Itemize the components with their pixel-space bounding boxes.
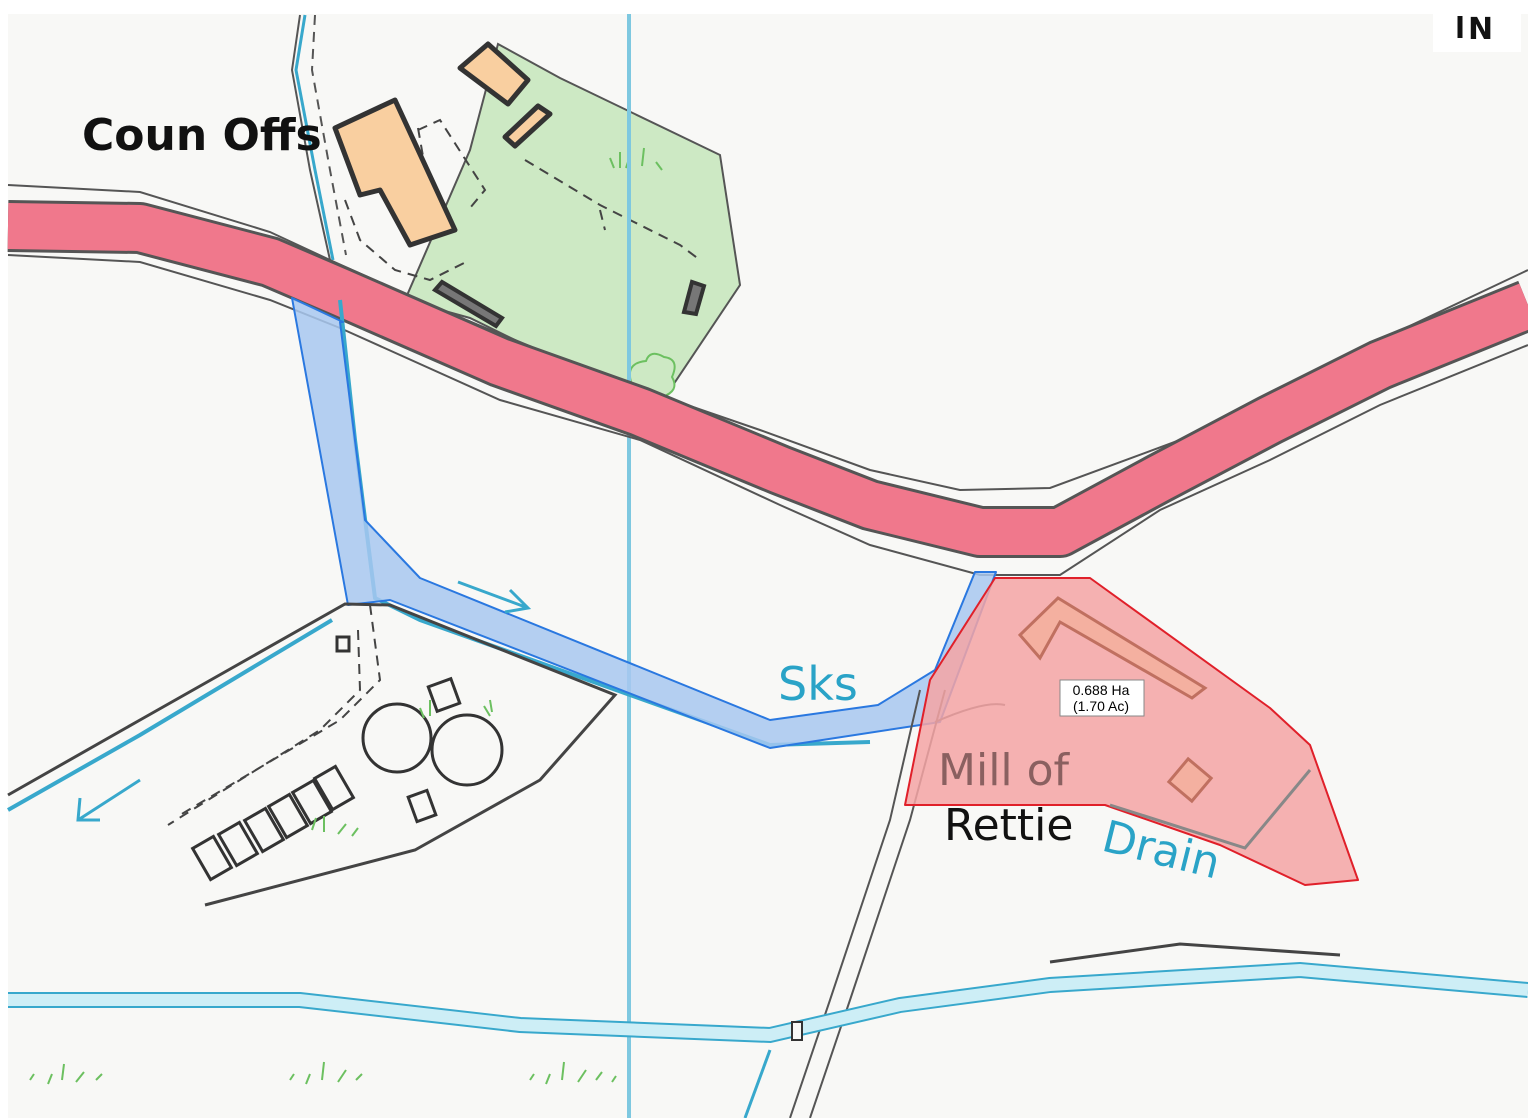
flow-arrow-southwest — [76, 778, 141, 822]
label-mill-of: Mill of — [938, 745, 1071, 796]
grass-symbols-works — [311, 699, 493, 837]
road-casing-south — [7, 254, 1528, 576]
bridge-symbol — [791, 1021, 803, 1041]
works-tracks — [167, 604, 382, 826]
stream-south — [743, 1049, 772, 1118]
stream-north — [294, 14, 335, 261]
label-coun-offs: Coun Offs — [82, 110, 322, 161]
works-tanks — [335, 635, 504, 824]
building-council-main — [332, 97, 458, 248]
site-area-hectares: 0.688 Ha — [1073, 682, 1130, 698]
north-label: N — [1468, 12, 1493, 47]
label-rettie: Rettie — [944, 800, 1073, 851]
building-council-small — [502, 103, 553, 149]
grass-symbols-south — [29, 1061, 617, 1085]
flow-arrow-east — [457, 580, 532, 614]
sewage-works-boundary — [7, 602, 618, 907]
track-dashed — [290, 14, 347, 261]
building-council-east — [681, 279, 707, 317]
stream-southwest — [7, 618, 334, 812]
building-council-north — [457, 41, 531, 107]
works-filter-beds — [190, 764, 356, 882]
north-indicator: N — [1433, 8, 1521, 52]
river-fill — [8, 963, 1528, 1042]
site-boundary[interactable] — [904, 577, 1359, 886]
site-buildings — [1017, 596, 1214, 804]
map-background — [8, 14, 1528, 1118]
building-council-long — [431, 279, 505, 329]
label-sks: Sks — [778, 657, 858, 711]
field-boundary-south — [1049, 942, 1341, 964]
site-internal-track — [1109, 769, 1312, 850]
site-area-acres: (1.70 Ac) — [1073, 698, 1129, 714]
main-road-fill — [7, 203, 1528, 555]
site-area-label: 0.688 Ha (1.70 Ac) — [1059, 679, 1145, 717]
